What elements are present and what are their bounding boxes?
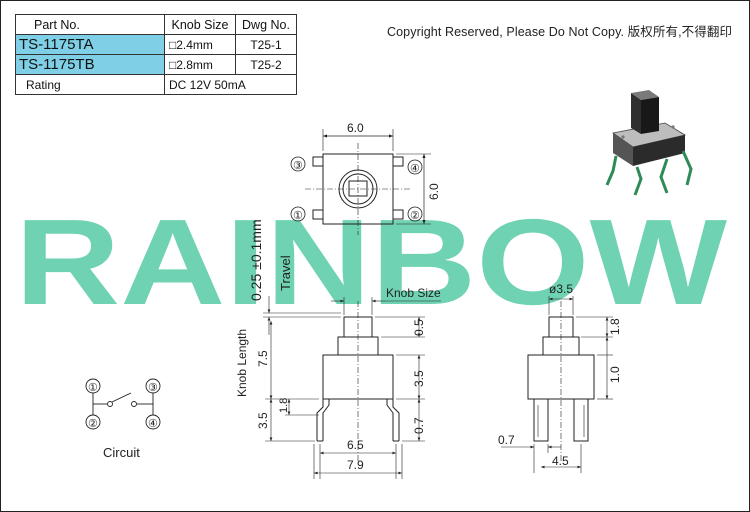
knob-diameter-dim: ø3.5	[549, 282, 573, 296]
spec-table: Part No. Knob Size Dwg No. TS-1175TA □2.…	[15, 14, 297, 95]
circuit-pin-4: ④	[148, 418, 158, 430]
pin-4-label: ④	[410, 163, 420, 175]
end-knob-height-dim: 1.8	[608, 318, 622, 335]
circuit-pin-1: ①	[88, 382, 98, 394]
table-row: Rating DC 12V 50mA	[15, 74, 297, 95]
knob-length-label: Knob Length	[235, 329, 249, 397]
switch-3d-image	[605, 90, 693, 196]
part-number-b: TS-1175TB	[15, 54, 165, 75]
rating-label: Rating	[15, 74, 165, 95]
top-view	[290, 129, 431, 235]
rainbow-watermark: RAINBOW	[15, 194, 728, 330]
end-view	[501, 296, 613, 473]
top-width-dim: 6.0	[347, 121, 364, 135]
end-pitch-dim: 4.5	[552, 454, 569, 468]
table-row: TS-1175TB □2.8mm T25-2	[15, 54, 297, 75]
circuit-pin-3: ③	[148, 382, 158, 394]
circuit-label: Circuit	[103, 445, 140, 460]
knob-height-dim: 0.5	[412, 319, 426, 336]
circuit-pin-2: ②	[88, 418, 98, 430]
dwg-no-b: T25-2	[235, 54, 297, 75]
end-cap-height-dim: 1.0	[608, 366, 622, 383]
pin-2-label: ②	[410, 210, 420, 222]
pin-1-label: ①	[293, 210, 303, 222]
rating-value: DC 12V 50mA	[164, 74, 297, 95]
left-total-dim: 7.5	[256, 350, 270, 367]
circuit-diagram	[85, 378, 161, 430]
side-view	[263, 296, 441, 479]
travel-dim: 0.25 ±0.1mm	[248, 219, 264, 301]
body-height-dim: 3.5	[412, 370, 426, 387]
top-height-dim: 6.0	[427, 183, 441, 200]
dwg-no-a: T25-1	[235, 34, 297, 55]
table-row: TS-1175TA □2.4mm T25-1	[15, 34, 297, 55]
lead-width-dim: 0.7	[412, 417, 426, 434]
left-lead-dim: 3.5	[256, 412, 270, 429]
knob-size-label: Knob Size	[386, 286, 441, 300]
overall-width-dim: 7.9	[347, 458, 364, 472]
lead-bend-dim: 1.8	[278, 398, 290, 413]
travel-label: Travel	[278, 255, 293, 291]
end-lead-width-dim: 0.7	[498, 433, 515, 447]
copyright-notice: Copyright Reserved, Please Do Not Copy. …	[387, 25, 733, 39]
pitch-dim: 6.5	[347, 438, 364, 452]
pin-3-label: ③	[293, 160, 303, 172]
knob-size-b: □2.8mm	[164, 54, 236, 75]
